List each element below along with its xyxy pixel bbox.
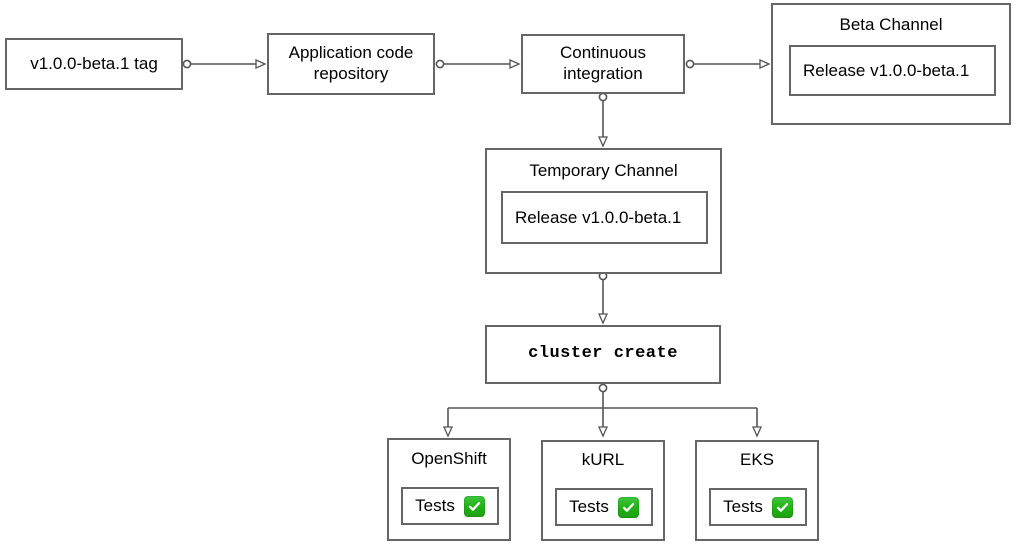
repo-label-line1: Application code — [288, 43, 414, 63]
edge-repo-to-ci — [435, 58, 521, 70]
edge-temporary-channel-to-cluster-create — [597, 271, 609, 325]
beta-channel-release-label: Release v1.0.0-beta.1 — [803, 60, 970, 80]
container-kurl-title: kURL — [581, 450, 625, 469]
eks-tests-row: Tests — [723, 496, 793, 518]
edge-ci-to-beta-channel — [685, 58, 771, 70]
kurl-tests-label: Tests — [569, 497, 609, 516]
container-eks[interactable]: EKS Tests — [695, 440, 819, 541]
node-application-code-repository-label: Application code repository — [289, 43, 414, 84]
green-check-icon — [617, 496, 639, 518]
ci-label-line1: Continuous — [559, 43, 646, 63]
container-beta-channel-title: Beta Channel — [839, 15, 943, 34]
container-eks-title: EKS — [739, 450, 775, 469]
eks-tests-label: Tests — [723, 497, 763, 516]
node-kurl-tests[interactable]: Tests — [555, 488, 653, 526]
node-openshift-tests[interactable]: Tests — [401, 487, 499, 525]
node-application-code-repository[interactable]: Application code repository — [267, 33, 435, 95]
openshift-tests-label: Tests — [415, 496, 455, 515]
green-check-icon — [463, 495, 485, 517]
container-openshift[interactable]: OpenShift Tests — [387, 438, 511, 541]
node-eks-tests[interactable]: Tests — [709, 488, 807, 526]
node-beta-channel-release[interactable]: Release v1.0.0-beta.1 — [789, 45, 996, 96]
edge-cluster-create-to-targets — [442, 383, 763, 438]
openshift-tests-row: Tests — [415, 495, 485, 517]
container-openshift-title: OpenShift — [411, 449, 487, 468]
node-cluster-create-label: cluster create — [528, 344, 678, 364]
node-version-tag[interactable]: v1.0.0-beta.1 tag — [5, 38, 183, 90]
kurl-tests-row: Tests — [569, 496, 639, 518]
node-cluster-create[interactable]: cluster create — [485, 325, 721, 384]
edge-tag-to-repo — [182, 58, 267, 70]
repo-label-line2: repository — [313, 64, 389, 83]
node-continuous-integration-label: Continuous integration — [560, 43, 646, 84]
container-temporary-channel-title: Temporary Channel — [529, 161, 678, 180]
container-kurl[interactable]: kURL Tests — [541, 440, 665, 541]
node-continuous-integration[interactable]: Continuous integration — [521, 34, 685, 94]
node-version-tag-label: v1.0.0-beta.1 tag — [30, 53, 158, 73]
edge-ci-to-temporary-channel — [597, 92, 609, 148]
container-beta-channel[interactable]: Beta Channel Release v1.0.0-beta.1 — [771, 3, 1011, 125]
temporary-channel-release-label: Release v1.0.0-beta.1 — [515, 207, 682, 227]
ci-label-line2: integration — [563, 64, 643, 83]
green-check-icon — [771, 496, 793, 518]
node-temporary-channel-release[interactable]: Release v1.0.0-beta.1 — [501, 191, 708, 244]
container-temporary-channel[interactable]: Temporary Channel Release v1.0.0-beta.1 — [485, 148, 722, 274]
